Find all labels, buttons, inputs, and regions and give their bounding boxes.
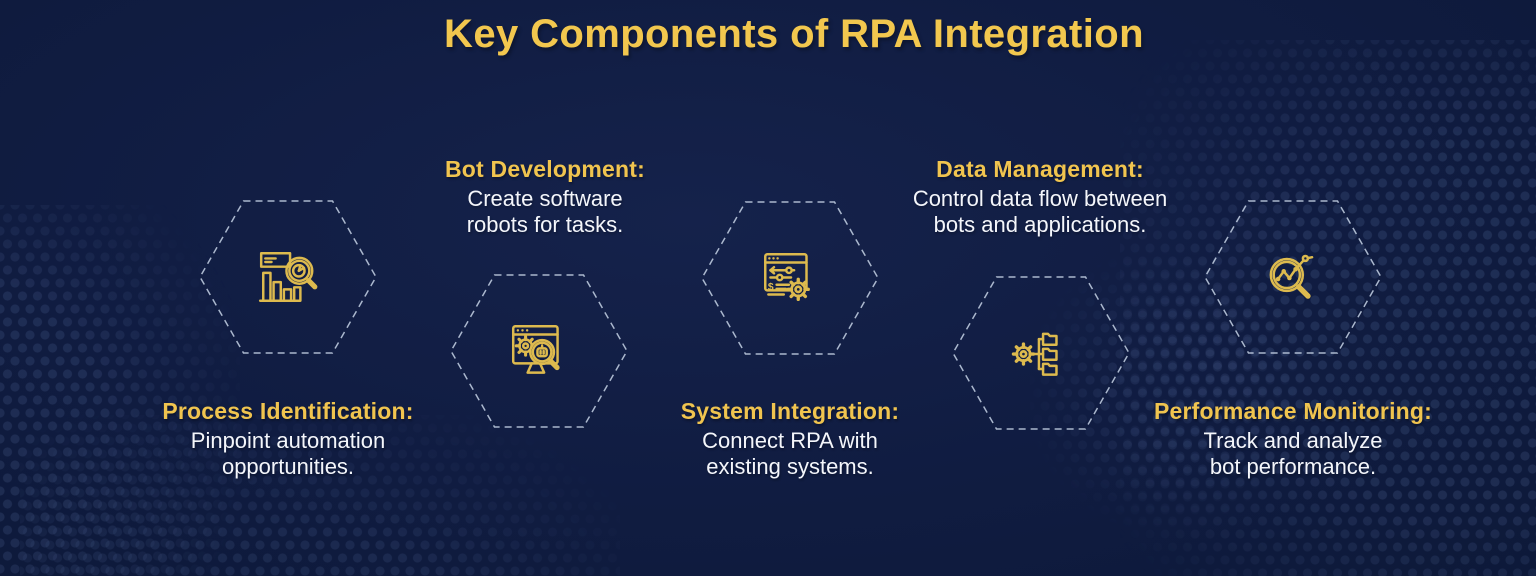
hexagon-system-integration: $ xyxy=(701,201,879,355)
page-title: Key Components of RPA Integration xyxy=(444,12,1144,56)
component-heading: Performance Monitoring: xyxy=(1153,398,1433,424)
component-heading: Process Identification: xyxy=(162,398,414,424)
svg-text:$: $ xyxy=(768,282,774,293)
hexagon-outline xyxy=(450,274,628,428)
window-gear-icon: $ xyxy=(764,253,810,302)
component-description-line: opportunities. xyxy=(221,454,355,479)
component-description-line: bots and applications. xyxy=(933,212,1147,237)
hexagon-outline xyxy=(199,200,377,354)
component-description-line: existing systems. xyxy=(706,454,874,479)
component-heading: Bot Development: xyxy=(445,156,645,182)
gear-folder-tree-icon xyxy=(1011,332,1058,376)
label-system-integration: System Integration: Connect RPA with exi… xyxy=(590,398,990,480)
hexagon-outline xyxy=(952,276,1130,430)
component-heading: System Integration: xyxy=(680,398,900,424)
component-description-line: Connect RPA with xyxy=(702,428,878,453)
bar-chart-magnifier-icon xyxy=(258,252,318,302)
component-description-line: Pinpoint automation xyxy=(190,428,386,453)
hexagon-outline xyxy=(701,201,879,355)
hexagon-bot-development xyxy=(450,274,628,428)
label-data-management: Data Management: Control data flow betwe… xyxy=(840,156,1240,238)
bot-window-magnifier-icon xyxy=(511,325,560,374)
component-description-line: bot performance. xyxy=(1209,454,1377,479)
label-process-identification: Process Identification: Pinpoint automat… xyxy=(88,398,488,480)
component-description-line: Track and analyze xyxy=(1203,428,1383,453)
component-description-line: Control data flow between xyxy=(912,186,1168,211)
hexagon-outline xyxy=(1204,200,1382,354)
hexagon-performance-monitoring xyxy=(1204,200,1382,354)
label-bot-development: Bot Development: Create software robots … xyxy=(345,156,745,238)
component-heading: Data Management: xyxy=(936,156,1144,182)
hexagon-data-management xyxy=(952,276,1130,430)
label-performance-monitoring: Performance Monitoring: Track and analyz… xyxy=(1093,398,1493,480)
line-chart-magnifier-icon xyxy=(1269,254,1314,299)
component-description-line: Create software xyxy=(467,186,623,211)
hexagon-process-identification xyxy=(199,200,377,354)
component-description-line: robots for tasks. xyxy=(466,212,624,237)
